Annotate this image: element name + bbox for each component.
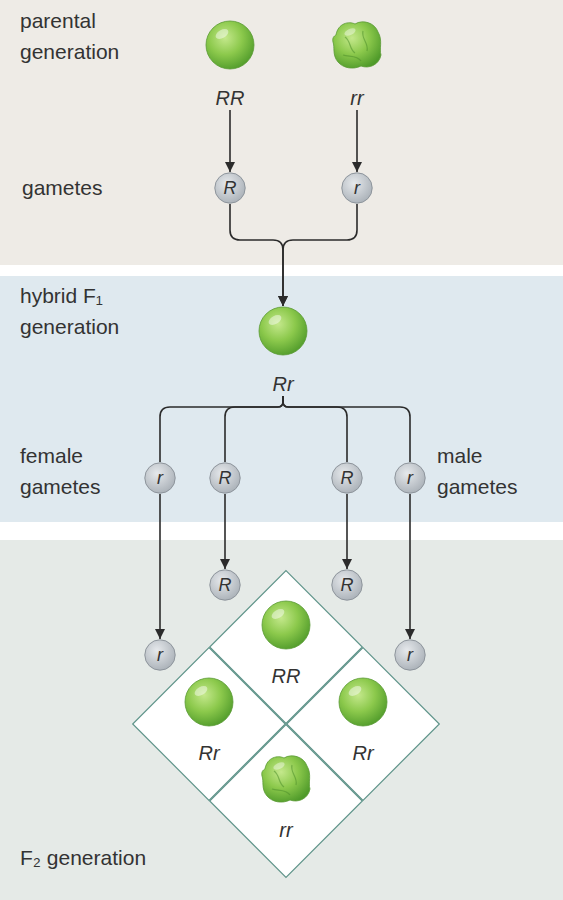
gamete-circle: R [331,569,363,601]
generation-band: F₂ generationRRrrRRRrRrrr [0,540,563,900]
generation-label: male gametes [437,440,552,502]
allele-letter: r [394,462,426,494]
genotype-label: rr [327,86,387,110]
gamete-circle: R [331,462,363,494]
allele-letter: R [209,462,241,494]
generation-label: parental generation [20,5,170,67]
gamete-circle: R [209,462,241,494]
genotype-label: Rr [132,741,286,765]
allele-letter: r [341,172,373,204]
gamete-circle: R [209,569,241,601]
allele-letter: r [144,462,176,494]
generation-label: gametes [22,172,142,203]
allele-letter: R [209,569,241,601]
genotype-label: RR [209,664,363,688]
gamete-circle: r [394,639,426,671]
allele-letter: r [144,639,176,671]
gamete-circle: r [341,172,373,204]
allele-letter: R [331,462,363,494]
allele-letter: r [394,639,426,671]
generation-label: female gametes [20,440,115,502]
generation-band: hybrid F₁ generation female gametes male g… [0,276,563,522]
genotype-label: RR [200,86,260,110]
gamete-circle: R [214,172,246,204]
pea-genotype: RR [200,20,260,110]
generation-label: hybrid F₁ generation [20,280,160,342]
allele-letter: R [214,172,246,204]
pea-genotype: rr [327,20,387,110]
punnett-cell: rr [209,724,363,878]
gamete-circle: r [144,462,176,494]
generation-band: parental generation gametes RR rrRr [0,0,563,265]
genotype-label: rr [209,818,363,842]
allele-letter: R [331,569,363,601]
gamete-circle: r [144,639,176,671]
generation-label: F₂ generation [20,842,260,873]
genotype-label: Rr [253,372,313,396]
gamete-circle: r [394,462,426,494]
punnett-cell-outline [209,724,363,878]
genotype-label: Rr [286,741,440,765]
pea-genotype: Rr [253,306,313,396]
